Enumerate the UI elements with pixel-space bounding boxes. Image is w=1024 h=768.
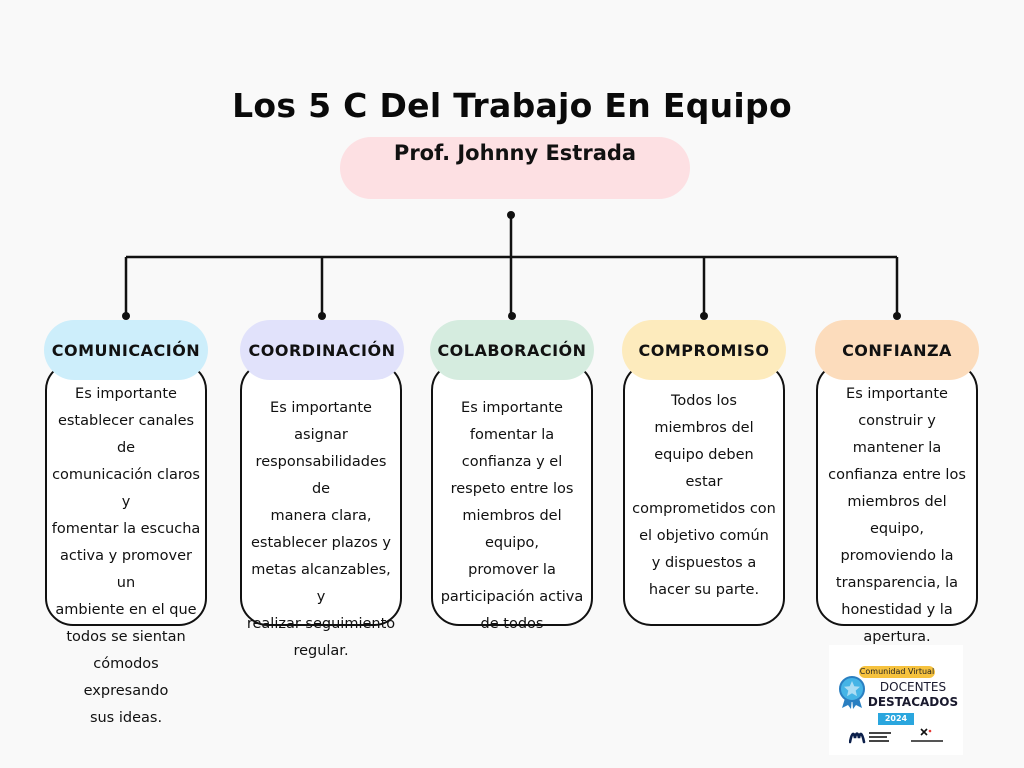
logo-year: 2024	[878, 713, 914, 725]
pillar-card-colaboracion: Es importante fomentar la confianza y el…	[431, 362, 593, 632]
pillar-card-compromiso: Todos los miembros del equipo deben esta…	[623, 362, 785, 626]
author-name: Prof. Johnny Estrada	[393, 141, 637, 165]
logo-line-2: DESTACADOS	[867, 695, 959, 709]
logo-line-1: DOCENTES	[879, 680, 947, 694]
sponsor-logo-2	[911, 728, 943, 742]
pillar-heading-coordinacion: COORDINACIÓN	[240, 320, 404, 380]
pillar-text-colaboracion: Es importante fomentar la confianza y el…	[440, 400, 584, 632]
pillar-text-comunicacion: Es importante establecer canales de comu…	[51, 386, 201, 726]
docentes-destacados-logo: Comunidad Virtual DOCENTES DESTACADOS 20…	[829, 645, 963, 755]
pillar-text-coordinacion: Es importante asignar responsabilidades …	[246, 400, 396, 659]
author-pill	[340, 137, 690, 199]
pillar-card-confianza: Es importante construir y mantener la co…	[816, 362, 978, 645]
pillar-heading-comunicacion: COMUNICACIÓN	[44, 320, 208, 380]
pillar-heading-confianza: CONFIANZA	[815, 320, 979, 380]
pillar-text-confianza: Es importante construir y mantener la co…	[828, 386, 966, 645]
branch-dot-5	[893, 312, 901, 320]
trunk-dot	[507, 211, 515, 219]
sponsor-logo-1	[849, 732, 891, 744]
logo-tag: Comunidad Virtual	[859, 666, 935, 678]
branch-dot-4	[700, 312, 708, 320]
pillar-text-compromiso: Todos los miembros del equipo deben esta…	[632, 393, 776, 598]
pillar-card-comunicacion: Es importante establecer canales de comu…	[45, 362, 207, 726]
branch-dot-1	[122, 312, 130, 320]
branch-dot-2	[318, 312, 326, 320]
diagram-title: Los 5 C Del Trabajo En Equipo	[232, 86, 792, 125]
star-medal-icon	[839, 676, 865, 709]
pillar-heading-compromiso: COMPROMISO	[622, 320, 786, 380]
branch-dot-3	[508, 312, 516, 320]
pillar-card-coordinacion: Es importante asignar responsabilidades …	[240, 362, 402, 659]
pillar-heading-colaboracion: COLABORACIÓN	[430, 320, 594, 380]
